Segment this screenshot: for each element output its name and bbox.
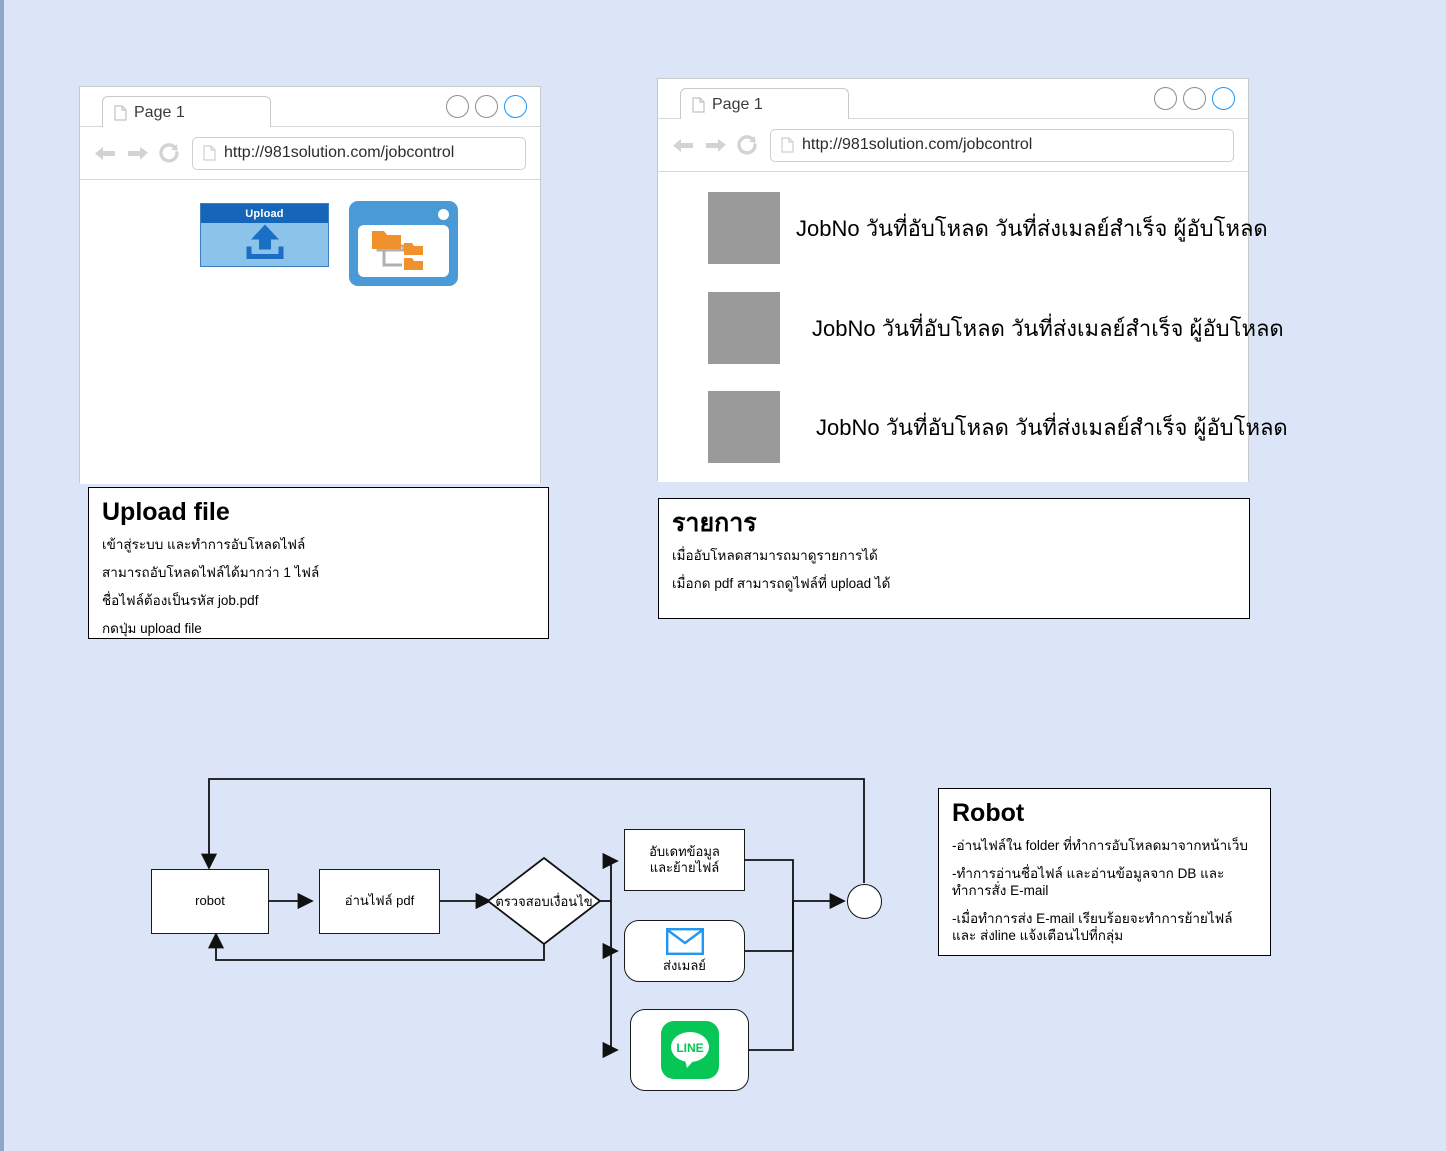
- flow-node-decision-label-wrap[interactable]: ตรวจสอบเงื่อนไข: [488, 888, 600, 914]
- card-robot: Robot -อ่านไฟล์ใน folder ที่ทำการอับโหลด…: [938, 788, 1271, 956]
- line-app-icon: LINE: [660, 1021, 719, 1079]
- pdf-icon[interactable]: [708, 391, 780, 463]
- back-arrow-icon[interactable]: [94, 144, 117, 163]
- flow-node-send-mail-label: ส่งเมลย์: [663, 957, 706, 973]
- close-circle-blue[interactable]: [1212, 87, 1235, 110]
- svg-text:LINE: LINE: [676, 1041, 703, 1055]
- document-icon: [114, 104, 127, 121]
- tab-label: Page 1: [134, 103, 185, 121]
- forward-arrow-icon[interactable]: [126, 144, 149, 163]
- reload-icon[interactable]: [158, 142, 180, 164]
- upload-arrow-icon: [238, 223, 292, 266]
- list-item[interactable]: JobNo วันที่อับโหลด วันที่ส่งเมลย์สำเร็จ…: [708, 391, 1288, 463]
- card-robot-line-3: -เมื่อทำการส่ง E-mail เรียบร้อยจะทำการย้…: [952, 910, 1233, 943]
- url-text: http://981solution.com/jobcontrol: [224, 144, 455, 161]
- flow-node-robot[interactable]: robot: [151, 869, 269, 934]
- minimize-circle[interactable]: [446, 95, 469, 118]
- back-arrow-icon[interactable]: [672, 136, 695, 155]
- window-buttons-left: [446, 95, 527, 118]
- document-icon: [692, 96, 705, 113]
- flow-node-send-line[interactable]: LINE: [630, 1009, 749, 1091]
- tab-label: Page 1: [712, 95, 763, 113]
- envelope-icon: [665, 927, 704, 955]
- upload-widget[interactable]: Upload: [200, 203, 329, 267]
- widget-dot-icon: [438, 209, 449, 220]
- card-upload-line-3: ชื่อไฟล์ต้องเป็นรหัส job.pdf: [102, 593, 259, 608]
- browser-navbar-left: http://981solution.com/jobcontrol: [80, 127, 540, 180]
- close-circle-blue[interactable]: [504, 95, 527, 118]
- list-item[interactable]: JobNo วันที่อับโหลด วันที่ส่งเมลย์สำเร็จ…: [708, 192, 1268, 264]
- list-item-label: JobNo วันที่อับโหลด วันที่ส่งเมลย์สำเร็จ…: [812, 315, 1284, 341]
- card-robot-line-2: -ทำการอ่านชื่อไฟล์ และอ่านข้อมูลจาก DB แ…: [952, 866, 1225, 898]
- browser-content-left: Upload: [80, 180, 540, 484]
- flow-node-update-move[interactable]: อับเดทข้อมูล และย้ายไฟล์: [624, 829, 745, 891]
- flow-node-read-pdf-label: อ่านไฟล์ pdf: [344, 893, 415, 909]
- card-list-line-2: เมื่อกด pdf สามารถดูไฟล์ที่ upload ได้: [672, 576, 891, 592]
- flow-node-update-line-1: อับเดทข้อมูล: [649, 843, 720, 859]
- url-text: http://981solution.com/jobcontrol: [802, 136, 1033, 153]
- reload-icon[interactable]: [736, 134, 758, 156]
- tab-page-1-left[interactable]: Page 1: [102, 96, 271, 128]
- flow-node-send-mail[interactable]: ส่งเมลย์: [624, 920, 745, 982]
- folder-tree-icon: [358, 225, 449, 277]
- page-document-icon: [203, 145, 216, 161]
- url-bar-right[interactable]: http://981solution.com/jobcontrol: [770, 128, 1234, 162]
- card-list-line-1: เมื่ออับโหลดสามารถมาดูรายการได้: [672, 548, 878, 564]
- card-upload-file: Upload file เข้าสู่ระบบ และทำการอับโหลดไ…: [88, 487, 549, 639]
- flow-node-end: [847, 884, 882, 919]
- card-robot-title: Robot: [952, 799, 1025, 827]
- upload-widget-title: Upload: [201, 204, 328, 223]
- forward-arrow-icon[interactable]: [704, 136, 727, 155]
- browser-window-left[interactable]: Page 1 http://981solution.com/jobcontrol…: [79, 86, 541, 484]
- card-list-title: รายการ: [672, 509, 757, 537]
- card-upload-line-1: เข้าสู่ระบบ และทำการอับโหลดไฟล์: [102, 537, 306, 553]
- flow-node-update-line-2: และย้ายไฟล์: [649, 860, 720, 875]
- tab-page-1-right[interactable]: Page 1: [680, 88, 849, 120]
- minimize-circle[interactable]: [1154, 87, 1177, 110]
- browser-tabbar-left: Page 1: [80, 87, 540, 128]
- card-list: รายการ เมื่ออับโหลดสามารถมาดูรายการได้ เ…: [658, 498, 1250, 619]
- folder-tree-widget[interactable]: [349, 201, 458, 286]
- browser-tabbar-right: Page 1: [658, 79, 1248, 120]
- flow-node-decision-label: ตรวจสอบเงื่อนไข: [495, 893, 593, 909]
- card-robot-line-1: -อ่านไฟล์ใน folder ที่ทำการอับโหลดมาจากห…: [952, 838, 1248, 854]
- url-bar-left[interactable]: http://981solution.com/jobcontrol: [192, 136, 526, 170]
- list-item[interactable]: JobNo วันที่อับโหลด วันที่ส่งเมลย์สำเร็จ…: [708, 292, 1284, 364]
- card-upload-title: Upload file: [102, 498, 230, 526]
- pdf-icon: [351, 816, 407, 872]
- browser-navbar-right: http://981solution.com/jobcontrol: [658, 119, 1248, 172]
- list-item-label: JobNo วันที่อับโหลด วันที่ส่งเมลย์สำเร็จ…: [796, 215, 1268, 241]
- card-upload-line-4: กดปุ่ม upload file: [102, 620, 202, 636]
- browser-window-right[interactable]: Page 1 http://981solution.com/jobcontrol: [657, 78, 1288, 482]
- pdf-icon[interactable]: [708, 192, 780, 264]
- upload-widget-body: [201, 223, 328, 265]
- list-item-label: JobNo วันที่อับโหลด วันที่ส่งเมลย์สำเร็จ…: [816, 414, 1288, 440]
- flow-node-read-pdf[interactable]: อ่านไฟล์ pdf: [319, 869, 440, 934]
- browser-content-right: JobNo วันที่อับโหลด วันที่ส่งเมลย์สำเร็จ…: [658, 172, 1288, 482]
- card-upload-line-2: สามารถอับโหลดไฟล์ได้มากว่า 1 ไฟล์: [102, 565, 320, 581]
- window-buttons-right: [1154, 87, 1235, 110]
- pdf-icon[interactable]: [708, 292, 780, 364]
- flow-node-robot-label: robot: [195, 893, 225, 909]
- page-document-icon: [781, 137, 794, 153]
- maximize-circle[interactable]: [1183, 87, 1206, 110]
- maximize-circle[interactable]: [475, 95, 498, 118]
